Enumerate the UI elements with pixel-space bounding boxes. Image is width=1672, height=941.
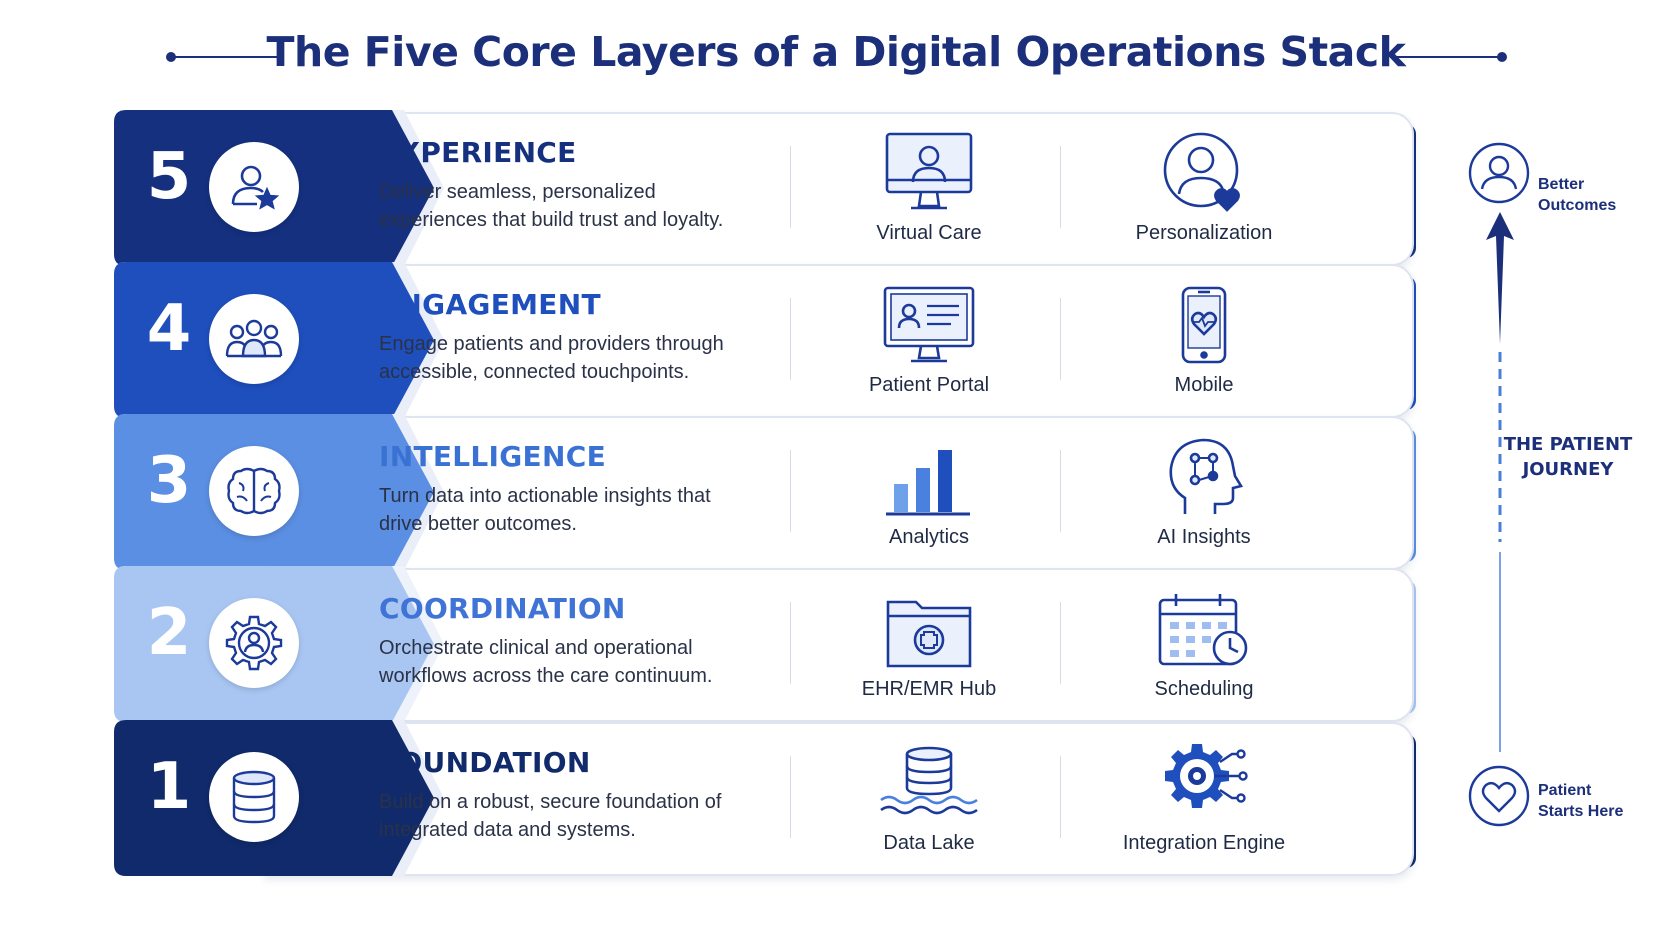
integration-gear-icon — [1079, 734, 1329, 824]
layer-number: 5 — [146, 140, 192, 214]
divider — [1060, 602, 1061, 684]
group-icon — [209, 294, 299, 384]
layer-description: Engage patients and providers through ac… — [379, 333, 724, 383]
component-label: Patient Portal — [868, 374, 990, 396]
divider — [1060, 756, 1061, 838]
layer-number: 1 — [146, 750, 192, 824]
portal-icon — [804, 276, 1054, 366]
divider — [1060, 298, 1061, 380]
layer-badge: 2 — [114, 566, 444, 722]
layer-badge: 3 — [114, 414, 444, 570]
journey-arrow — [1484, 212, 1516, 760]
divider — [1060, 146, 1061, 228]
layer-1: 1 FOUNDATION Build on a robust, secure f… — [114, 720, 1424, 878]
layer-number: 3 — [146, 444, 192, 518]
component-integration-engine: Integration Engine — [1079, 734, 1329, 864]
component-label: Mobile — [1174, 374, 1234, 396]
heart-icon — [1468, 765, 1530, 827]
component-ehr-emr-hub: EHR/EMR Hub — [804, 580, 1054, 710]
divider — [790, 756, 791, 838]
divider — [790, 602, 791, 684]
layer-description: Orchestrate clinical and operational wor… — [379, 637, 713, 687]
title-left-line — [170, 56, 282, 58]
layer-title: FOUNDATION — [379, 746, 591, 779]
monitor-user-icon — [804, 124, 1054, 214]
better-outcomes-label: Better Outcomes — [1538, 176, 1617, 214]
layer-number: 2 — [146, 596, 192, 670]
database-icon — [209, 752, 299, 842]
layer-3: 3 INTELLIGENCE Turn data into actionable… — [114, 414, 1424, 572]
component-label: Integration Engine — [1122, 832, 1286, 854]
component-ai-insights: AI Insights — [1079, 428, 1329, 558]
layer-badge: 5 — [114, 110, 444, 266]
component-label: EHR/EMR Hub — [861, 678, 997, 700]
calendar-clock-icon — [1079, 580, 1329, 670]
component-mobile: Mobile — [1079, 276, 1329, 406]
layer-title: EXPERIENCE — [379, 136, 577, 169]
component-label: Analytics — [888, 526, 970, 548]
component-label: Virtual Care — [876, 222, 982, 244]
patient-starts-here-label: Patient Starts Here — [1538, 782, 1624, 820]
layer-description: Build on a robust, secure foundation of … — [379, 791, 722, 841]
data-lake-icon — [804, 734, 1054, 824]
layer-number: 4 — [146, 292, 192, 366]
layer-card — [264, 416, 1414, 570]
layer-4: 4 ENGAGEMENT Engage patients and provide… — [114, 262, 1424, 420]
layer-title: ENGAGEMENT — [379, 288, 601, 321]
title-right-dot — [1497, 52, 1507, 62]
outcome-user-icon — [1468, 142, 1530, 204]
layer-title: INTELLIGENCE — [379, 440, 606, 473]
mobile-heart-icon — [1079, 276, 1329, 366]
user-star-icon — [209, 142, 299, 232]
divider — [790, 146, 791, 228]
layer-description: Turn data into actionable insights that … — [379, 485, 711, 535]
divider — [790, 298, 791, 380]
gear-user-icon — [209, 598, 299, 688]
layer-badge: 1 — [114, 720, 444, 876]
divider — [1060, 450, 1061, 532]
brain-icon — [209, 446, 299, 536]
layer-title: COORDINATION — [379, 592, 626, 625]
component-virtual-care: Virtual Care — [804, 124, 1054, 254]
component-label: Data Lake — [883, 832, 975, 854]
component-label: Scheduling — [1154, 678, 1254, 700]
component-personalization: Personalization — [1079, 124, 1329, 254]
user-heart-icon — [1079, 124, 1329, 214]
divider — [790, 450, 791, 532]
component-label: AI Insights — [1157, 526, 1251, 548]
ai-head-icon — [1079, 428, 1329, 518]
layer-5: 5 EXPERIENCE Deliver seamless, personali… — [114, 110, 1424, 268]
layer-description: Deliver seamless, personalized experienc… — [379, 181, 724, 231]
layer-badge: 4 — [114, 262, 444, 418]
component-analytics: Analytics — [804, 428, 1054, 558]
component-scheduling: Scheduling — [1079, 580, 1329, 710]
page-title: The Five Core Layers of a Digital Operat… — [266, 28, 1406, 76]
title-right-line — [1390, 56, 1502, 58]
bar-chart-icon — [804, 428, 1054, 518]
component-patient-portal: Patient Portal — [804, 276, 1054, 406]
layer-card — [264, 722, 1414, 876]
layer-2: 2 COORDINATION Orchestrate clinical and … — [114, 566, 1424, 724]
component-data-lake: Data Lake — [804, 734, 1054, 864]
header: The Five Core Layers of a Digital Operat… — [0, 22, 1672, 92]
medical-folder-icon — [804, 580, 1054, 670]
component-label: Personalization — [1135, 222, 1273, 244]
patient-journey-label: THE PATIENT JOURNEY — [1503, 434, 1633, 480]
